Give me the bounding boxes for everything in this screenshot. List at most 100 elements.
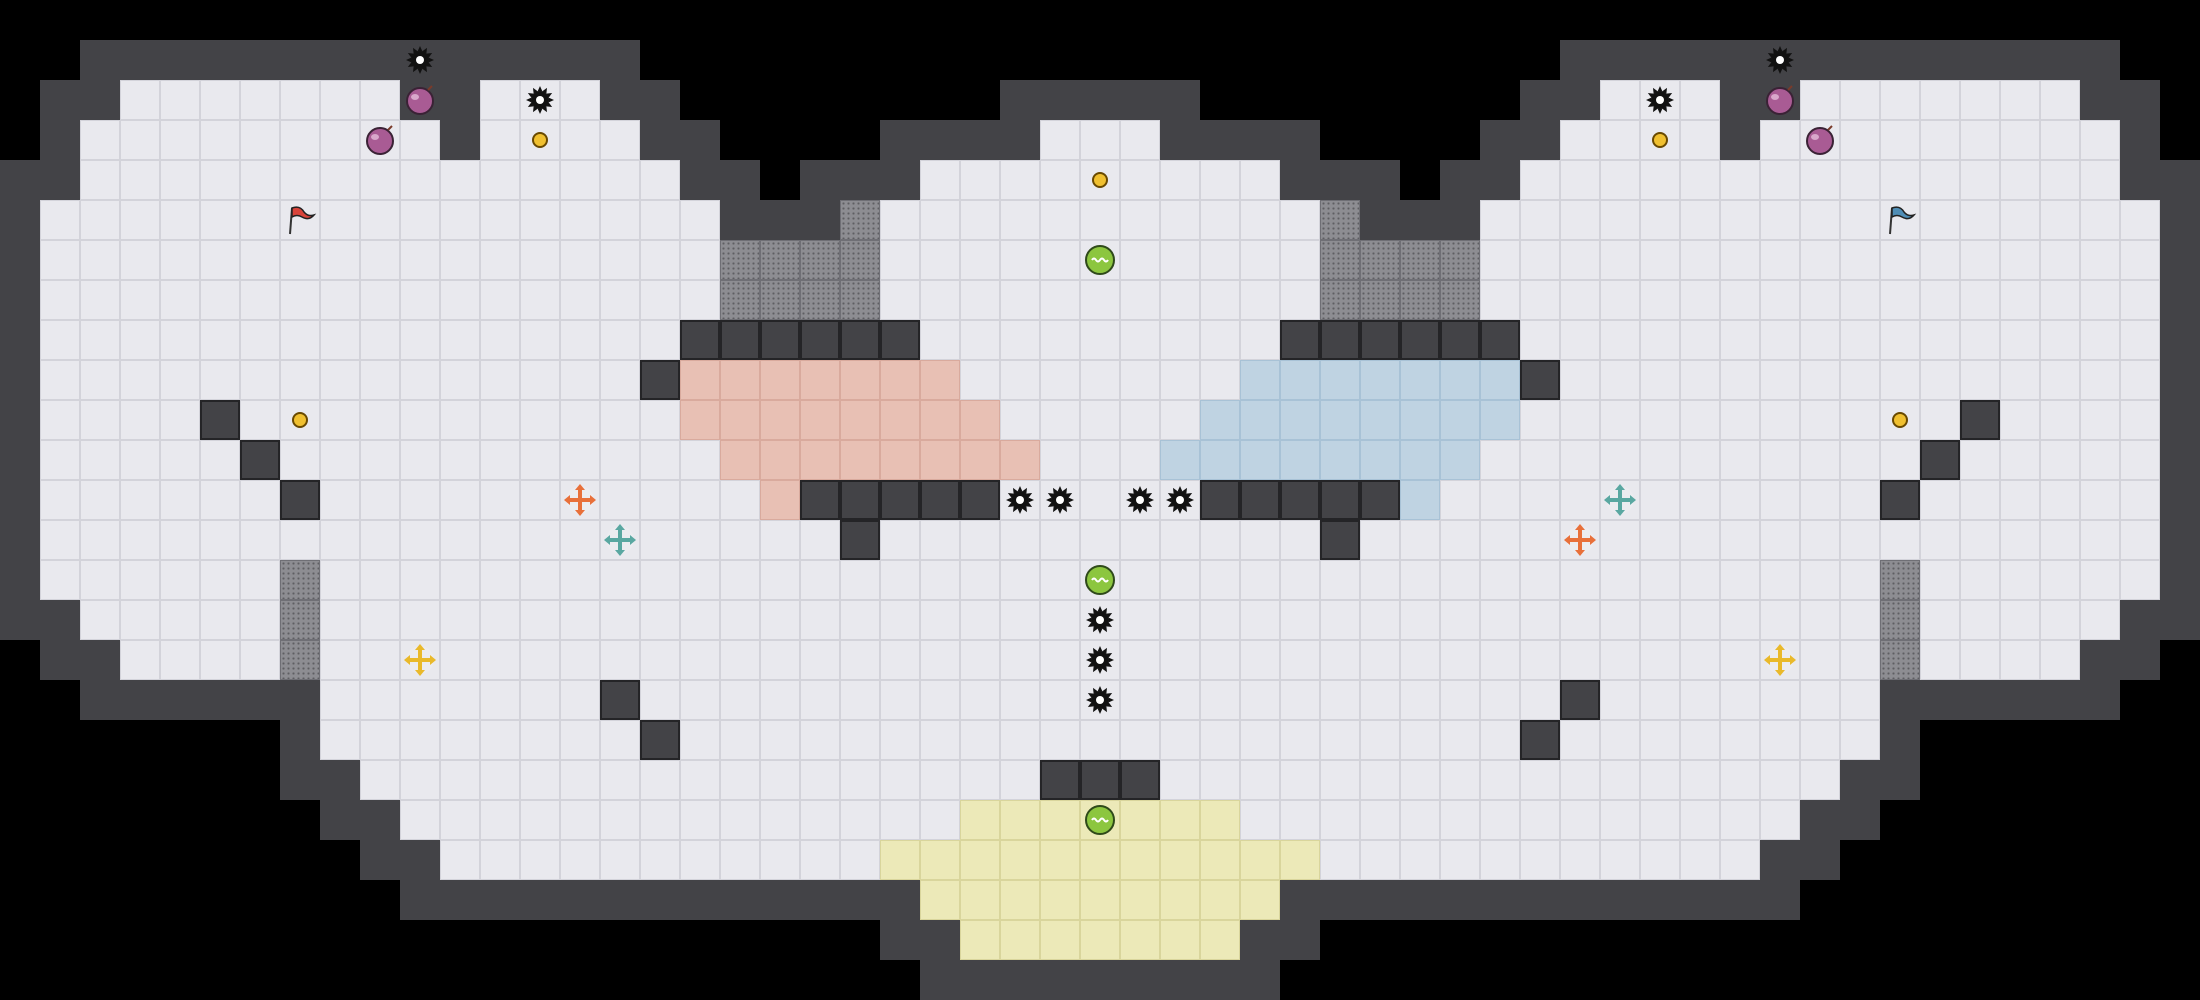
floor-tile bbox=[400, 520, 440, 560]
blue-team-zone-tile bbox=[1160, 440, 1200, 480]
outer-wall bbox=[1280, 160, 1320, 200]
floor-tile bbox=[1000, 680, 1040, 720]
outer-wall bbox=[440, 880, 480, 920]
floor-tile bbox=[680, 560, 720, 600]
floor-tile bbox=[1280, 280, 1320, 320]
outer-wall bbox=[2000, 680, 2040, 720]
floor-tile bbox=[40, 280, 80, 320]
floor-tile bbox=[600, 400, 640, 440]
floor-tile bbox=[40, 360, 80, 400]
yellow-zone-tile bbox=[1160, 840, 1200, 880]
floor-tile bbox=[1960, 360, 2000, 400]
floor-tile bbox=[1840, 160, 1880, 200]
floor-tile bbox=[320, 360, 360, 400]
floor-tile bbox=[2080, 480, 2120, 520]
red-team-zone-tile bbox=[880, 400, 920, 440]
outer-wall bbox=[720, 200, 760, 240]
floor-tile bbox=[1280, 720, 1320, 760]
floor-tile bbox=[1120, 560, 1160, 600]
outer-wall bbox=[400, 840, 440, 880]
floor-tile bbox=[1680, 440, 1720, 480]
outer-wall bbox=[640, 120, 680, 160]
outer-wall bbox=[240, 40, 280, 80]
floor-tile bbox=[1960, 600, 2000, 640]
outer-wall bbox=[1400, 880, 1440, 920]
outer-wall bbox=[40, 80, 80, 120]
floor-tile bbox=[1920, 520, 1960, 560]
floor-tile bbox=[400, 800, 440, 840]
floor-tile bbox=[1080, 440, 1120, 480]
floor-tile bbox=[1520, 400, 1560, 440]
outer-wall bbox=[1880, 40, 1920, 80]
outer-wall bbox=[280, 680, 320, 720]
floor-tile bbox=[920, 320, 960, 360]
blue-team-zone-tile bbox=[1400, 360, 1440, 400]
floor-tile bbox=[1520, 320, 1560, 360]
outer-wall bbox=[1800, 800, 1840, 840]
floor-tile bbox=[920, 640, 960, 680]
wall-block bbox=[1960, 400, 2000, 440]
floor-tile bbox=[800, 600, 840, 640]
floor-tile bbox=[1880, 80, 1920, 120]
floor-tile bbox=[400, 720, 440, 760]
floor-tile bbox=[440, 520, 480, 560]
floor-tile bbox=[1720, 480, 1760, 520]
outer-wall bbox=[0, 160, 40, 200]
floor-tile bbox=[2120, 440, 2160, 480]
wall-block bbox=[880, 320, 920, 360]
floor-tile bbox=[400, 560, 440, 600]
yellow-zone-tile bbox=[1080, 880, 1120, 920]
floor-tile bbox=[1480, 280, 1520, 320]
red-team-zone-tile bbox=[840, 440, 880, 480]
outer-wall bbox=[2080, 80, 2120, 120]
spike-icon bbox=[1080, 640, 1120, 680]
outer-wall bbox=[680, 160, 720, 200]
button-icon bbox=[520, 120, 560, 160]
wall-block bbox=[1920, 440, 1960, 480]
wall-block bbox=[840, 320, 880, 360]
wall-block bbox=[600, 680, 640, 720]
floor-tile bbox=[1560, 760, 1600, 800]
floor-tile bbox=[440, 240, 480, 280]
outer-wall bbox=[2160, 320, 2200, 360]
floor-tile bbox=[1240, 680, 1280, 720]
floor-tile bbox=[960, 240, 1000, 280]
outer-wall bbox=[720, 880, 760, 920]
floor-tile bbox=[720, 600, 760, 640]
floor-tile bbox=[680, 760, 720, 800]
floor-tile bbox=[880, 600, 920, 640]
floor-tile bbox=[880, 200, 920, 240]
floor-tile bbox=[440, 840, 480, 880]
floor-tile bbox=[2000, 160, 2040, 200]
floor-tile bbox=[1760, 320, 1800, 360]
floor-tile bbox=[160, 640, 200, 680]
floor-tile bbox=[240, 480, 280, 520]
outer-wall bbox=[40, 120, 80, 160]
floor-tile bbox=[1760, 800, 1800, 840]
grate-tile bbox=[800, 280, 840, 320]
floor-tile bbox=[2000, 520, 2040, 560]
floor-tile bbox=[520, 520, 560, 560]
floor-tile bbox=[1920, 80, 1960, 120]
floor-tile bbox=[440, 800, 480, 840]
blue-team-zone-tile bbox=[1280, 360, 1320, 400]
red-team-zone-tile bbox=[880, 360, 920, 400]
floor-tile bbox=[680, 520, 720, 560]
spike-icon bbox=[1000, 480, 1040, 520]
floor-tile bbox=[2040, 160, 2080, 200]
floor-tile bbox=[1360, 680, 1400, 720]
outer-wall bbox=[2160, 400, 2200, 440]
outer-wall bbox=[840, 880, 880, 920]
outer-wall bbox=[600, 880, 640, 920]
floor-tile bbox=[520, 640, 560, 680]
floor-tile bbox=[680, 440, 720, 480]
floor-tile bbox=[1240, 800, 1280, 840]
outer-wall bbox=[920, 920, 960, 960]
outer-wall bbox=[1000, 120, 1040, 160]
floor-tile bbox=[2080, 360, 2120, 400]
floor-tile bbox=[480, 440, 520, 480]
blue-team-zone-tile bbox=[1440, 400, 1480, 440]
spike-icon bbox=[1160, 480, 1200, 520]
floor-tile bbox=[320, 160, 360, 200]
floor-tile bbox=[560, 160, 600, 200]
